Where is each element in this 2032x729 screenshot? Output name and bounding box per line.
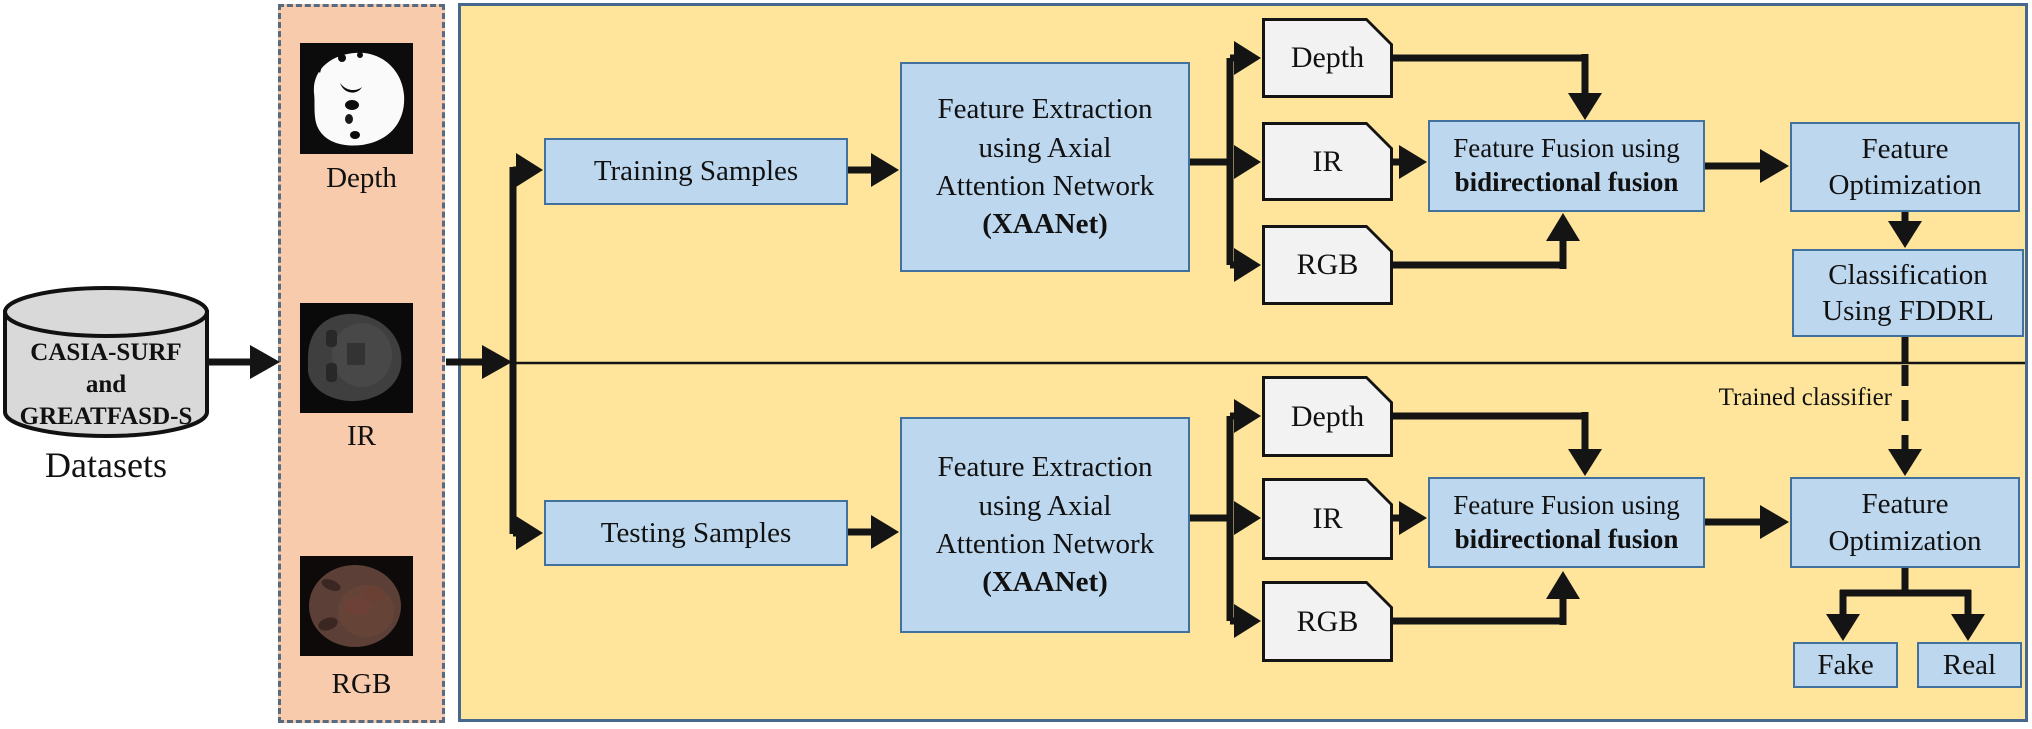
testing-fusion-line1: Feature Fusion using [1453, 489, 1680, 520]
ir-image [300, 303, 413, 413]
training-samples-box: Training Samples [544, 138, 848, 205]
testing-depth-card: Depth [1262, 376, 1393, 457]
training-ir-card: IR [1262, 122, 1393, 201]
dataset-caption: Datasets [45, 445, 167, 485]
training-rgb-card-label: RGB [1296, 248, 1359, 281]
testing-depth-card-label: Depth [1290, 399, 1365, 433]
testing-extraction-lines: Feature Extraction using Axial Attention… [935, 451, 1155, 560]
real-box: Real [1917, 642, 2022, 688]
depth-image [300, 43, 413, 154]
training-fusion-line2: bidirectional fusion [1454, 167, 1679, 197]
testing-extraction-box: Feature Extraction using Axial Attention… [900, 417, 1190, 633]
testing-ir-card-label: IR [1312, 502, 1343, 535]
testing-samples-box: Testing Samples [544, 500, 848, 566]
training-rgb-card: RGB [1262, 225, 1393, 305]
testing-optimization-box: Feature Optimization [1790, 477, 2020, 568]
fake-box: Fake [1793, 642, 1898, 688]
testing-rgb-card: RGB [1262, 581, 1393, 662]
training-extraction-box: Feature Extraction using Axial Attention… [900, 62, 1190, 272]
testing-rgb-card-label: RGB [1296, 604, 1359, 638]
training-extraction-lines: Feature Extraction using Axial Attention… [935, 93, 1155, 202]
testing-fusion-box: Feature Fusion using bidirectional fusio… [1428, 477, 1705, 568]
testing-ir-card: IR [1262, 478, 1393, 560]
rgb-image [300, 556, 413, 656]
modality-ir-label: IR [347, 420, 376, 452]
classification-box: Classification Using FDDRL [1792, 249, 2024, 337]
testing-extraction-network-name: (XAANet) [982, 566, 1108, 599]
training-depth-card-label: Depth [1290, 41, 1365, 74]
pipeline-panel [458, 3, 2028, 722]
modality-rgb-label: RGB [331, 668, 392, 700]
training-depth-card: Depth [1262, 18, 1393, 98]
testing-fusion-line2: bidirectional fusion [1454, 523, 1679, 554]
arrow-datasets-to-modalities [207, 345, 280, 379]
dataset-cylinder-label: CASIA-SURF and GREATFASD-S [19, 339, 193, 430]
training-optimization-box: Feature Optimization [1790, 122, 2020, 212]
modality-depth-label: Depth [326, 162, 397, 194]
training-fusion-line1: Feature Fusion using [1453, 133, 1680, 164]
training-fusion-box: Feature Fusion using bidirectional fusio… [1428, 120, 1705, 212]
training-extraction-network-name: (XAANet) [982, 208, 1108, 241]
training-ir-card-label: IR [1312, 144, 1343, 178]
trained-classifier-label: Trained classifier [1718, 384, 1892, 411]
